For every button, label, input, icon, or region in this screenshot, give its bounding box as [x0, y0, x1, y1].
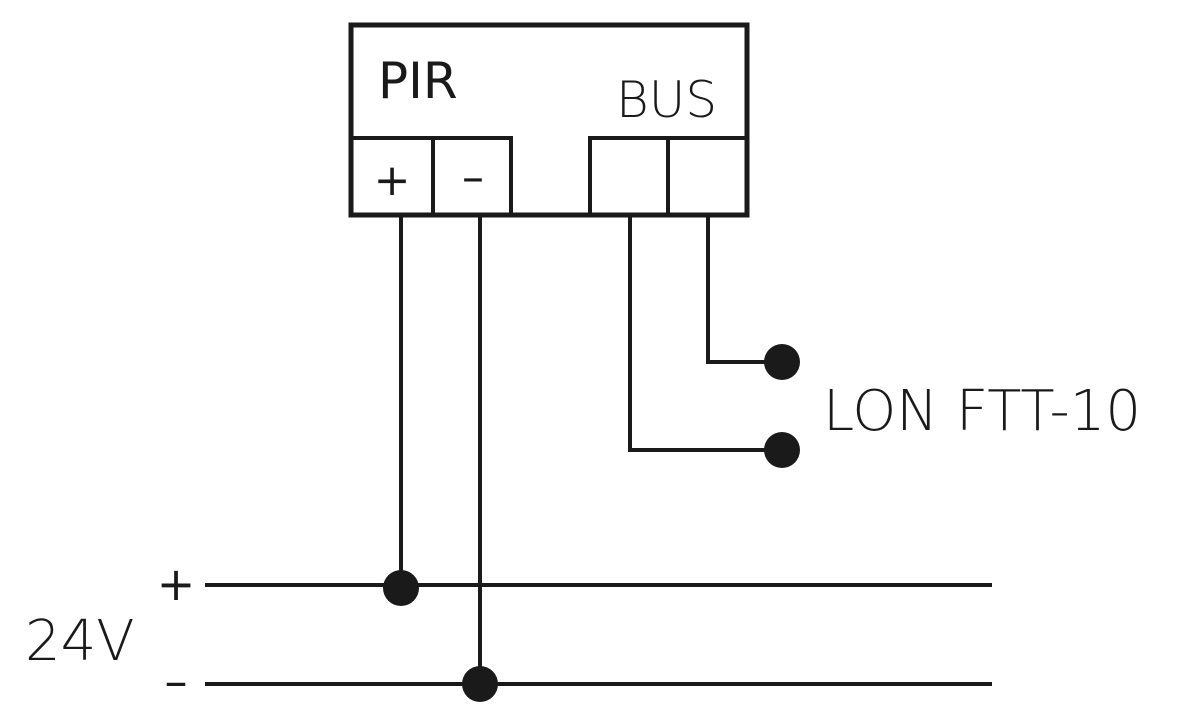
wire-bus-a — [628, 215, 782, 452]
bus-label: BUS — [616, 71, 717, 129]
rail-junction-plus — [383, 570, 419, 606]
bus-connection-dot-lower — [764, 432, 800, 468]
terminal-minus-sign: – — [462, 152, 484, 203]
pir-module-title: PIR — [378, 52, 458, 110]
terminal-plus-sign: + — [374, 155, 411, 206]
terminal-minus — [431, 136, 513, 217]
rail-junction-minus — [462, 666, 498, 702]
rail-plus-sign: + — [157, 557, 196, 611]
wire-bus-b — [706, 215, 782, 364]
bus-connection-dot-upper — [764, 344, 800, 380]
supply-voltage-label: 24V — [25, 609, 135, 674]
pir-module-box — [348, 22, 750, 218]
rail-minus-sign: – — [165, 654, 188, 708]
lon-ftt10-label: LON FTT-10 — [823, 379, 1141, 444]
